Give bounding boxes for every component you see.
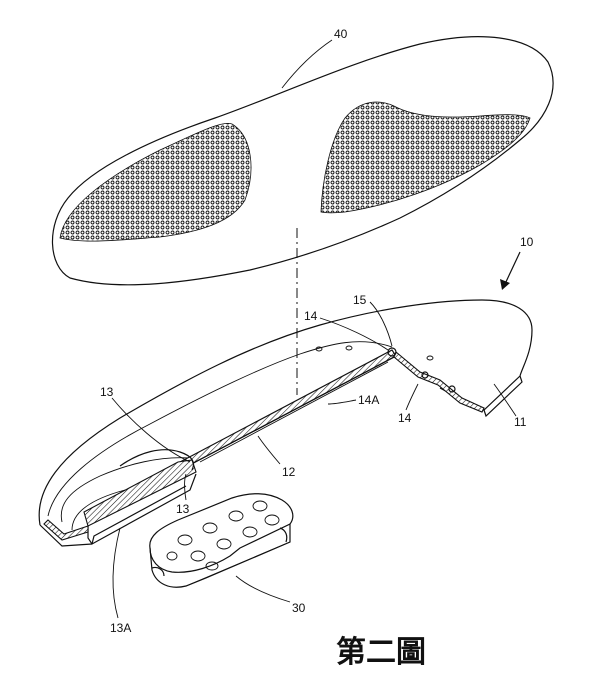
label-13-mid: 13 (176, 502, 190, 516)
label-15: 15 (353, 293, 367, 307)
label-40: 40 (334, 27, 348, 41)
insert-notch-left (151, 566, 165, 577)
label-13a: 13A (110, 621, 131, 635)
label-10: 10 (520, 235, 534, 249)
figure-caption: 第二圖 (336, 635, 426, 670)
heel-pad-mesh (59, 122, 252, 242)
label-14a: 14A (358, 393, 379, 407)
forefoot-pad-mesh (320, 101, 531, 214)
insole-outline (51, 36, 554, 286)
hole-3 (426, 355, 434, 361)
hole-2 (345, 345, 353, 351)
heel-cup-curve (119, 449, 195, 471)
hole-1 (315, 346, 323, 352)
rib-node-2 (448, 385, 456, 393)
section-upper-rib (199, 361, 389, 463)
section-right-hatched (393, 351, 485, 413)
pivot-15 (387, 347, 397, 357)
label-30: 30 (292, 601, 306, 615)
label-14-top: 14 (304, 309, 318, 323)
insert-pad-bottom-edge (185, 541, 291, 587)
heel-cup-inner (60, 457, 191, 523)
heel-recess-hatched (83, 459, 197, 527)
sole-base (38, 299, 533, 547)
heel-lip-hatched (43, 519, 89, 541)
reference-labels: 40 10 15 14 14 14A 13 13 12 11 13A 30 (100, 27, 534, 635)
insert-notch-right (279, 527, 288, 543)
insole-top-layer (51, 36, 554, 286)
label-13-top: 13 (100, 385, 114, 399)
sole-front-bottom (483, 375, 523, 418)
heel-lip-bottom (39, 524, 93, 547)
leader-40 (281, 39, 333, 89)
insert-pad-holes (166, 500, 280, 571)
label-14-mid: 14 (398, 411, 412, 425)
sole-outline-top (38, 299, 533, 526)
assembly-arrow-10 (500, 251, 521, 290)
insert-pad-top (149, 493, 294, 573)
sole-inner-rim (47, 341, 393, 517)
label-11: 11 (514, 415, 527, 429)
leader-lines (111, 301, 517, 619)
insert-pad-30 (149, 493, 294, 588)
heel-recess-wall (91, 485, 187, 545)
label-12: 12 (282, 465, 296, 479)
rib-node-1 (421, 371, 429, 379)
